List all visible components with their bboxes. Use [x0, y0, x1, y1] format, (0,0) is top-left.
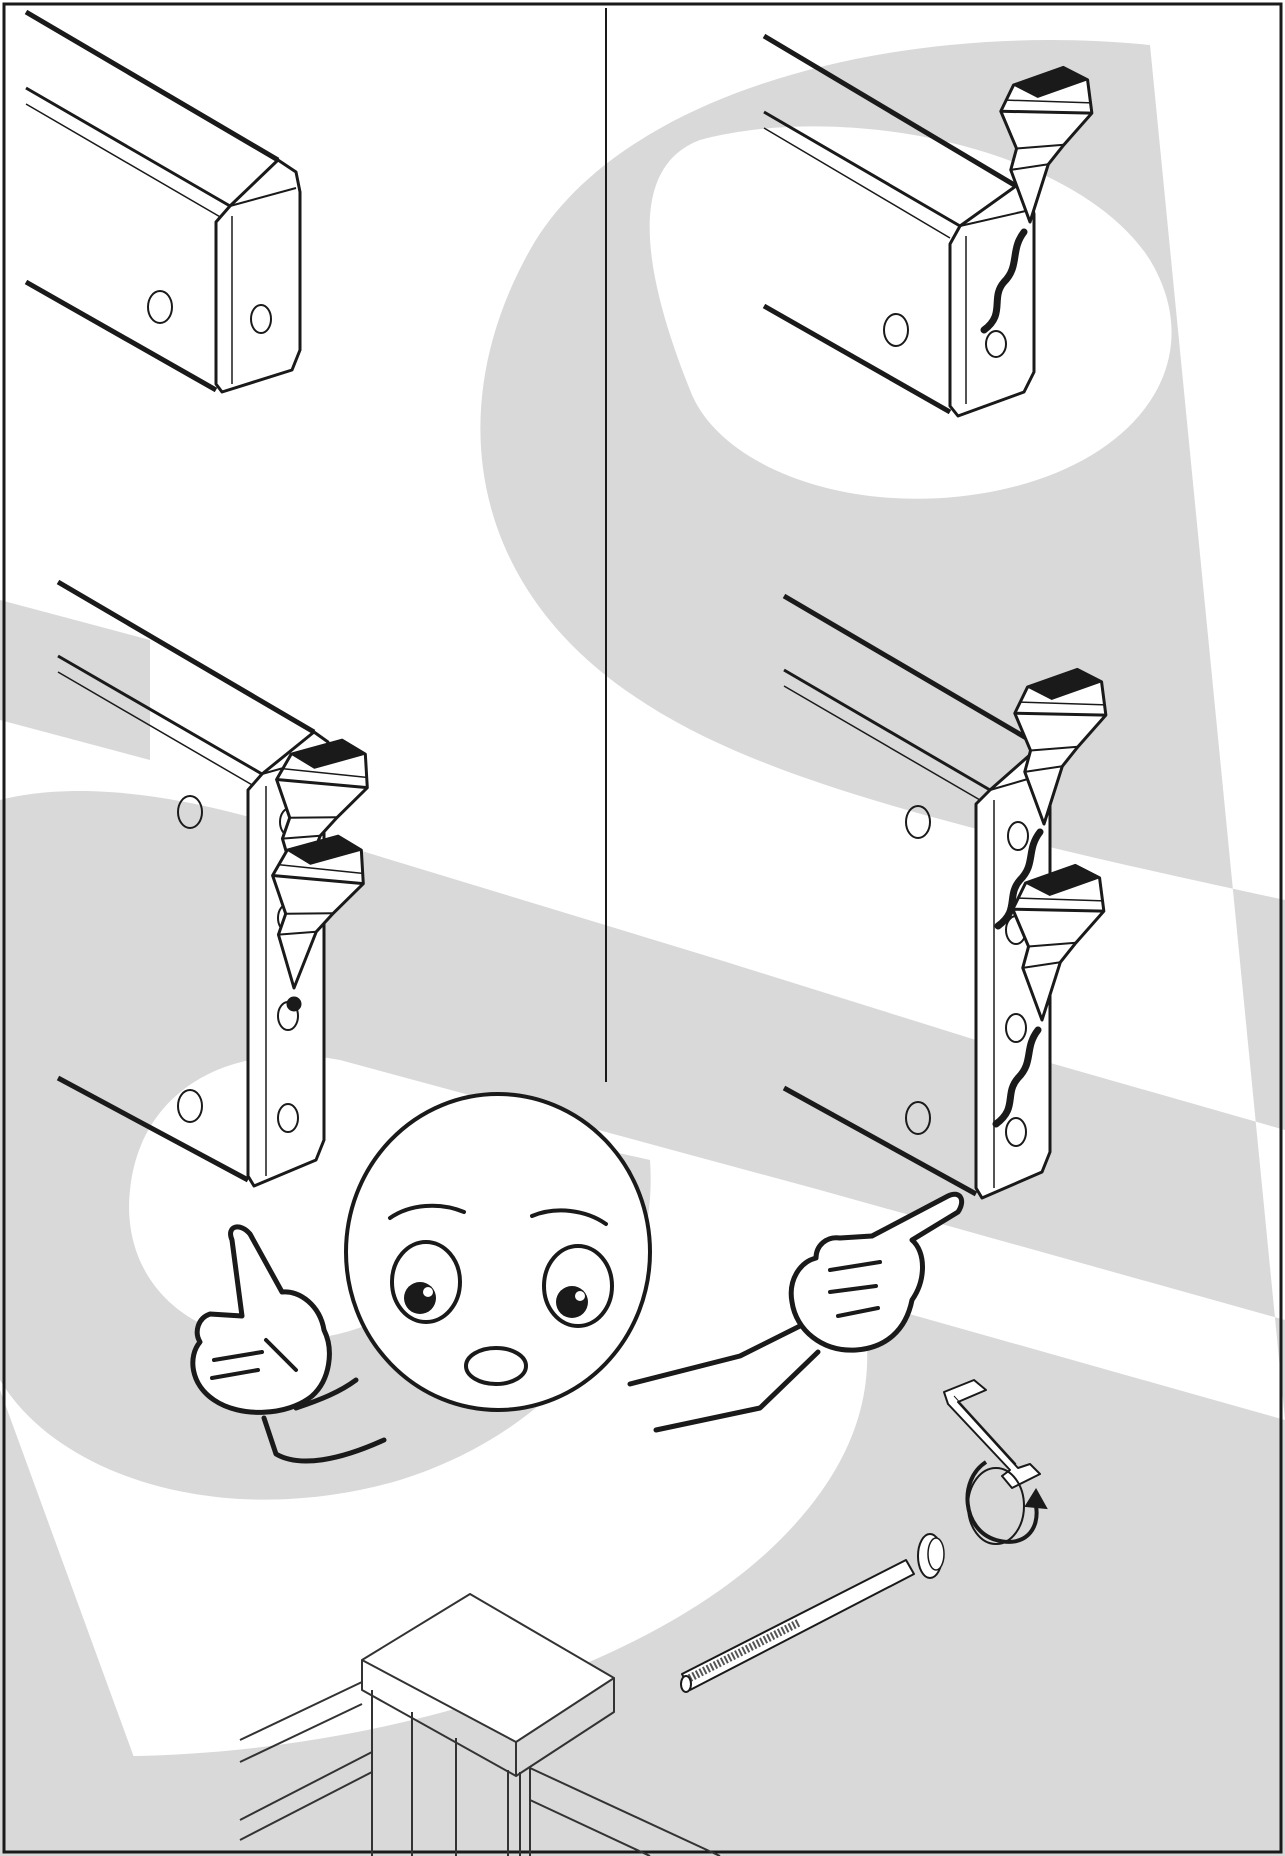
cartoon-face-icon: [346, 1094, 650, 1410]
watermark: [0, 40, 1285, 1856]
